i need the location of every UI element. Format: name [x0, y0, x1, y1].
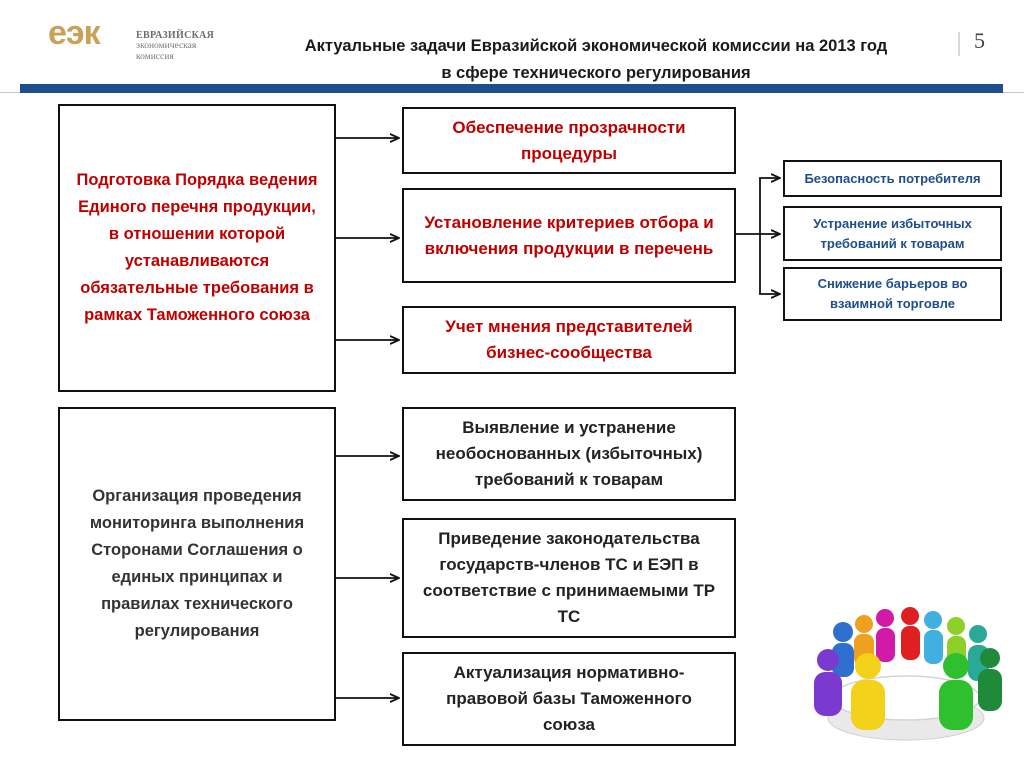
subtask-selection-criteria-text: Установление критериев отбора и включени…: [424, 212, 714, 258]
person-red-icon: [901, 607, 920, 660]
subtask-transparency: Обеспечение прозрачности процедуры: [402, 107, 736, 174]
person-darkgreen-icon: [978, 648, 1002, 711]
task-box-monitoring-text: Организация проведения мониторинга выпол…: [89, 487, 305, 640]
subtask-business-opinion: Учет мнения представителей бизнес-сообще…: [402, 306, 736, 374]
subtask-legislation-alignment: Приведение законодательства государств-ч…: [402, 518, 736, 638]
subtask-transparency-text: Обеспечение прозрачности процедуры: [452, 117, 686, 163]
goal-consumer-safety: Безопасность потребителя: [783, 160, 1002, 197]
subtask-legal-base-update-text: Актуализация нормативно-правовой базы Та…: [446, 663, 692, 734]
page-title-line-1: Актуальные задачи Евразийской экономичес…: [304, 37, 888, 55]
logo-line-1: ЕВРАЗИЙСКАЯ: [136, 30, 215, 41]
goal-remove-excess-text: Устранение избыточных требований к товар…: [813, 215, 972, 251]
goal-remove-excess: Устранение избыточных требований к товар…: [783, 206, 1002, 261]
logo-text: ЕВРАЗИЙСКАЯ экономическая комиссия: [136, 30, 214, 63]
task-box-product-list-text: Подготовка Порядка ведения Единого переч…: [76, 171, 318, 324]
person-green-icon: [939, 653, 973, 730]
subtask-legislation-alignment-text: Приведение законодательства государств-ч…: [422, 529, 716, 626]
logo-mark: еэк: [48, 14, 101, 52]
meeting-illustration: [814, 607, 1002, 741]
task-box-product-list: Подготовка Порядка ведения Единого переч…: [58, 104, 336, 392]
logo-line-3: комиссия: [136, 52, 174, 62]
person-blue-icon: [832, 622, 854, 677]
header-bar: [20, 84, 1003, 93]
person-magenta-icon: [876, 609, 895, 662]
arrow-mid2-right3: [759, 234, 780, 294]
subtask-business-opinion-text: Учет мнения представителей бизнес-сообще…: [445, 317, 693, 362]
goal-trade-barriers-text: Снижение барьеров во взаимной торговле: [817, 276, 968, 311]
arrow-mid2-right1: [759, 178, 780, 234]
goal-trade-barriers: Снижение барьеров во взаимной торговле: [783, 267, 1002, 321]
person-cyan-icon: [924, 611, 943, 664]
subtask-remove-excess-requirements-text: Выявление и устранение необоснованных (и…: [435, 418, 703, 489]
logo-line-2: экономическая: [136, 41, 197, 51]
goal-consumer-safety-text: Безопасность потребителя: [804, 170, 981, 186]
page-title-line-2: в сфере технического регулирования: [441, 64, 751, 82]
subtask-remove-excess-requirements: Выявление и устранение необоснованных (и…: [402, 407, 736, 501]
subtask-legal-base-update: Актуализация нормативно-правовой базы Та…: [402, 652, 736, 746]
task-box-monitoring: Организация проведения мониторинга выпол…: [58, 407, 336, 721]
page-number: 5: [974, 28, 985, 53]
subtask-selection-criteria: Установление критериев отбора и включени…: [402, 188, 736, 283]
person-purple-icon: [814, 649, 842, 716]
person-yellow-icon: [851, 653, 885, 730]
page-title: Актуальные задачи Евразийской экономичес…: [235, 33, 957, 87]
page-number-divider: [958, 32, 960, 56]
